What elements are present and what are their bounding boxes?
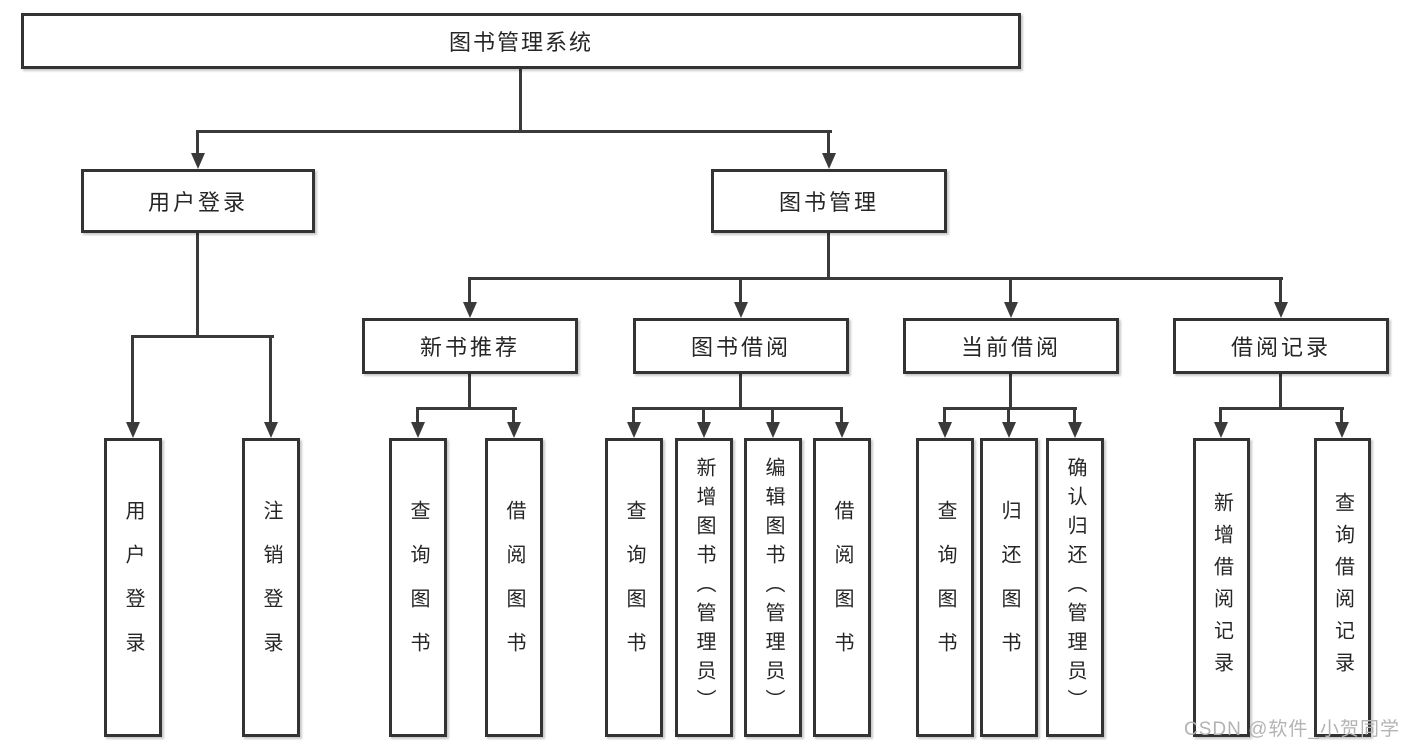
node-label: 查询图书 xyxy=(934,499,956,676)
node-label: 查询借阅记录 xyxy=(1331,491,1354,684)
connector-leaf-drop xyxy=(269,335,272,425)
arrowhead-down-icon xyxy=(1004,302,1018,318)
connector-leaf-drop xyxy=(771,407,774,425)
arrowhead-down-icon xyxy=(734,302,748,318)
arrowhead-down-icon xyxy=(191,153,205,169)
connector-level3-drop xyxy=(468,277,471,305)
connector-level3-drop xyxy=(1279,277,1282,305)
connector-leaf-drop xyxy=(1073,407,1076,425)
node-label: 查询图书 xyxy=(407,499,429,676)
leaf-logout: 注销登录 xyxy=(242,438,300,737)
node-label: 图书管理系统 xyxy=(448,30,593,55)
leaf-borrow-books-1: 借阅图书 xyxy=(485,438,543,737)
watermark: CSDN @软件_小贺同学 xyxy=(1184,719,1400,740)
node-label: 图书借阅 xyxy=(690,335,791,360)
arrowhead-down-icon xyxy=(126,422,140,438)
connector-stem xyxy=(1009,371,1012,410)
node-label: 当前借阅 xyxy=(960,335,1061,360)
connector-leaf-drop xyxy=(512,407,515,425)
leaf-confirm-return-admin: 确认归还（管理员） xyxy=(1046,438,1104,737)
connector-level3-drop xyxy=(739,277,742,305)
node-root: 图书管理系统 xyxy=(21,13,1021,69)
connector-leaf-drop xyxy=(702,407,705,425)
node-label: 新增借阅记录 xyxy=(1210,491,1233,684)
leaf-query-books-1: 查询图书 xyxy=(389,438,447,737)
arrowhead-down-icon xyxy=(1002,422,1016,438)
arrowhead-down-icon xyxy=(627,422,641,438)
connector-leaf-drop xyxy=(1219,407,1222,425)
connector-leaf-drop xyxy=(943,407,946,425)
arrowhead-down-icon xyxy=(411,422,425,438)
leaf-return-books: 归还图书 xyxy=(980,438,1038,737)
node-label: 归还图书 xyxy=(998,499,1020,676)
arrowhead-down-icon xyxy=(1068,422,1082,438)
node-label: 借阅记录 xyxy=(1230,335,1331,360)
node-label: 编辑图书（管理员） xyxy=(762,457,784,718)
connector-book-mgmt-stem xyxy=(827,230,830,280)
node-book-borrowing: 图书借阅 xyxy=(633,318,849,374)
node-label: 注销登录 xyxy=(260,499,282,676)
connector-bar xyxy=(1219,407,1344,410)
node-book-management: 图书管理 xyxy=(711,169,947,233)
node-label: 借阅图书 xyxy=(831,499,853,676)
node-label: 用户登录 xyxy=(147,190,248,215)
connector-leaf-drop xyxy=(632,407,635,425)
connector-leaf-drop xyxy=(840,407,843,425)
leaf-add-books-admin: 新增图书（管理员） xyxy=(675,438,733,737)
connector-leaf-drop xyxy=(416,407,419,425)
connector-root-stem xyxy=(519,69,522,133)
node-new-book-recommend: 新书推荐 xyxy=(362,318,578,374)
connector-user-login-bar xyxy=(131,335,274,338)
arrowhead-down-icon xyxy=(463,302,477,318)
arrowhead-down-icon xyxy=(697,422,711,438)
arrowhead-down-icon xyxy=(1274,302,1288,318)
arrowhead-down-icon xyxy=(766,422,780,438)
leaf-add-borrow-record: 新增借阅记录 xyxy=(1193,438,1250,737)
node-current-borrowing: 当前借阅 xyxy=(903,318,1119,374)
connector-stem xyxy=(1279,371,1282,410)
leaf-edit-books-admin: 编辑图书（管理员） xyxy=(744,438,802,737)
node-label: 新书推荐 xyxy=(419,335,520,360)
node-label: 确认归还（管理员） xyxy=(1064,457,1086,718)
connector-level3-drop xyxy=(1009,277,1012,305)
leaf-query-borrow-record: 查询借阅记录 xyxy=(1314,438,1371,737)
node-borrowing-records: 借阅记录 xyxy=(1173,318,1389,374)
node-label: 用户登录 xyxy=(122,499,144,676)
connector-book-mgmt-bar xyxy=(468,277,1283,280)
arrowhead-down-icon xyxy=(264,422,278,438)
connector-stem xyxy=(468,371,471,410)
node-label: 借阅图书 xyxy=(503,499,525,676)
arrowhead-down-icon xyxy=(822,153,836,169)
connector-user-login-stem xyxy=(196,230,199,338)
arrowhead-down-icon xyxy=(507,422,521,438)
connector-stem xyxy=(739,371,742,410)
arrowhead-down-icon xyxy=(1335,422,1349,438)
connector-book-mgmt-drop xyxy=(827,130,830,155)
leaf-query-books-2: 查询图书 xyxy=(605,438,663,737)
connector-bar xyxy=(416,407,517,410)
connector-leaf-drop xyxy=(1007,407,1010,425)
arrowhead-down-icon xyxy=(938,422,952,438)
arrowhead-down-icon xyxy=(835,422,849,438)
connector-user-login-drop xyxy=(196,130,199,155)
connector-bar xyxy=(943,407,1077,410)
connector-leaf-drop xyxy=(131,335,134,425)
arrowhead-down-icon xyxy=(1214,422,1228,438)
connector-root-bar xyxy=(196,130,832,133)
connector-bar xyxy=(632,407,843,410)
node-label: 新增图书（管理员） xyxy=(693,457,715,718)
leaf-query-books-3: 查询图书 xyxy=(916,438,974,737)
connector-leaf-drop xyxy=(1340,407,1343,425)
node-label: 查询图书 xyxy=(623,499,645,676)
leaf-user-login: 用户登录 xyxy=(104,438,162,737)
leaf-borrow-books-2: 借阅图书 xyxy=(813,438,871,737)
node-label: 图书管理 xyxy=(778,190,879,215)
node-user-login: 用户登录 xyxy=(81,169,315,233)
